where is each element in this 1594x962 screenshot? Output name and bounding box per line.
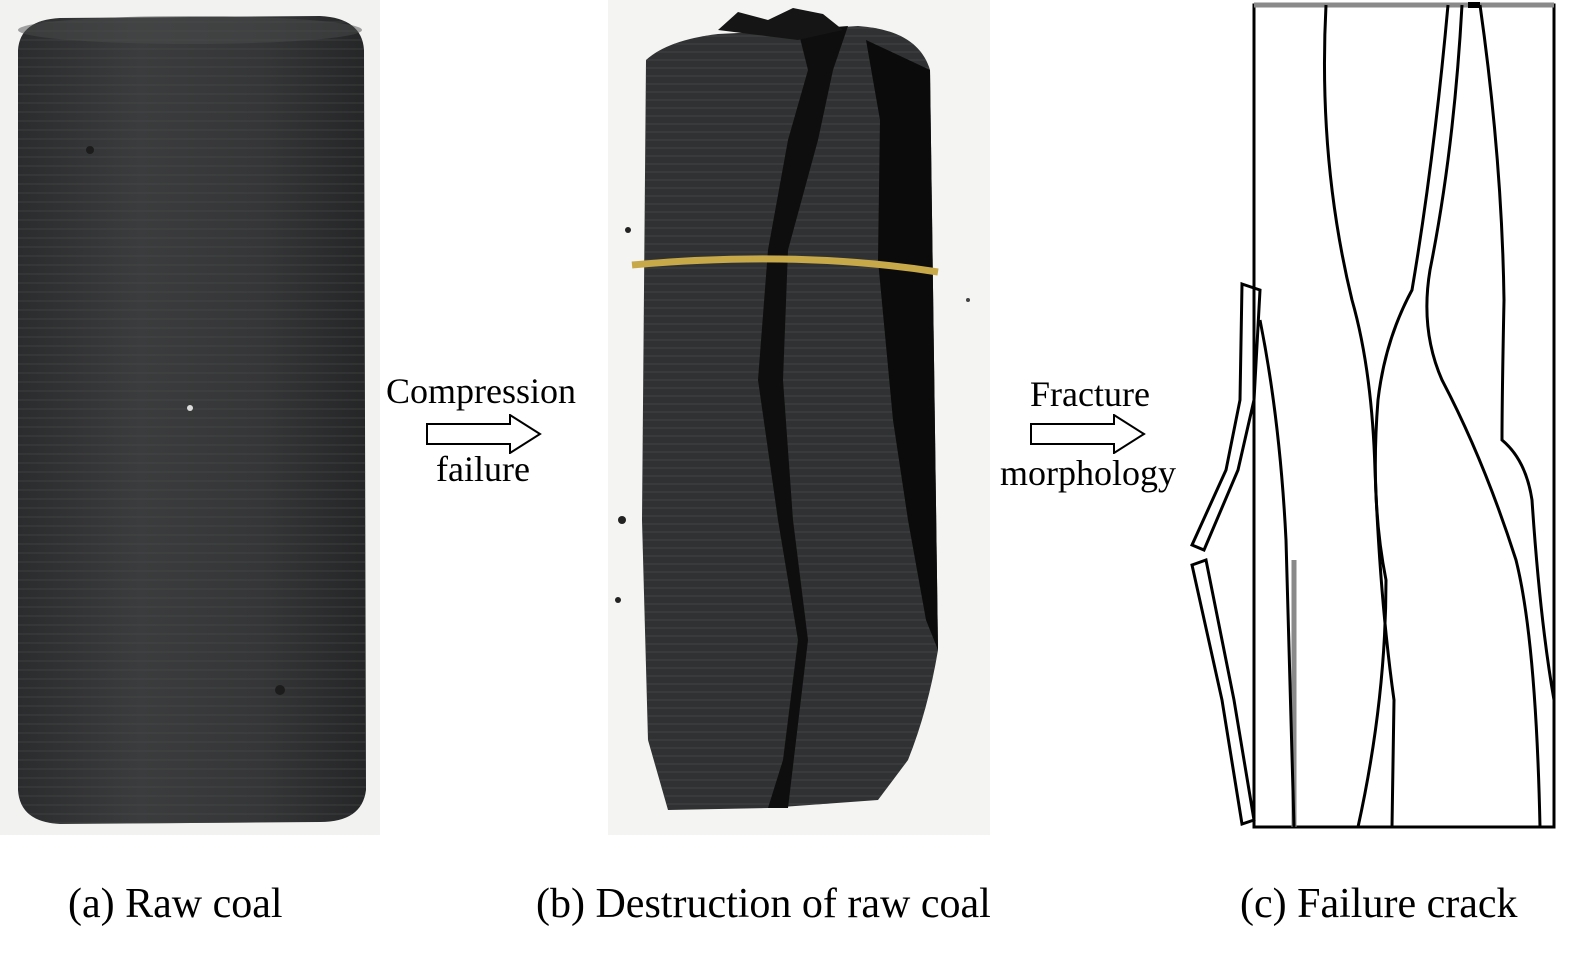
caption-raw-coal: (a) Raw coal [68, 881, 283, 927]
arrow1-label-line1: Compression [386, 371, 577, 411]
arrow2-label-line1: Fracture [1030, 374, 1150, 414]
fracture-arrow [1030, 414, 1146, 454]
caption-failure-crack: (c) Failure crack [1240, 881, 1518, 927]
destroyed-coal-photo [608, 0, 990, 835]
caption-destruction: (b) Destruction of raw coal [536, 881, 991, 927]
compression-arrow [426, 414, 542, 454]
failure-crack-diagram [1180, 0, 1560, 830]
arrow1-label-line2: failure [436, 449, 530, 489]
arrow2-label-line2: morphology [1000, 453, 1176, 493]
raw-coal-photo [0, 0, 380, 835]
